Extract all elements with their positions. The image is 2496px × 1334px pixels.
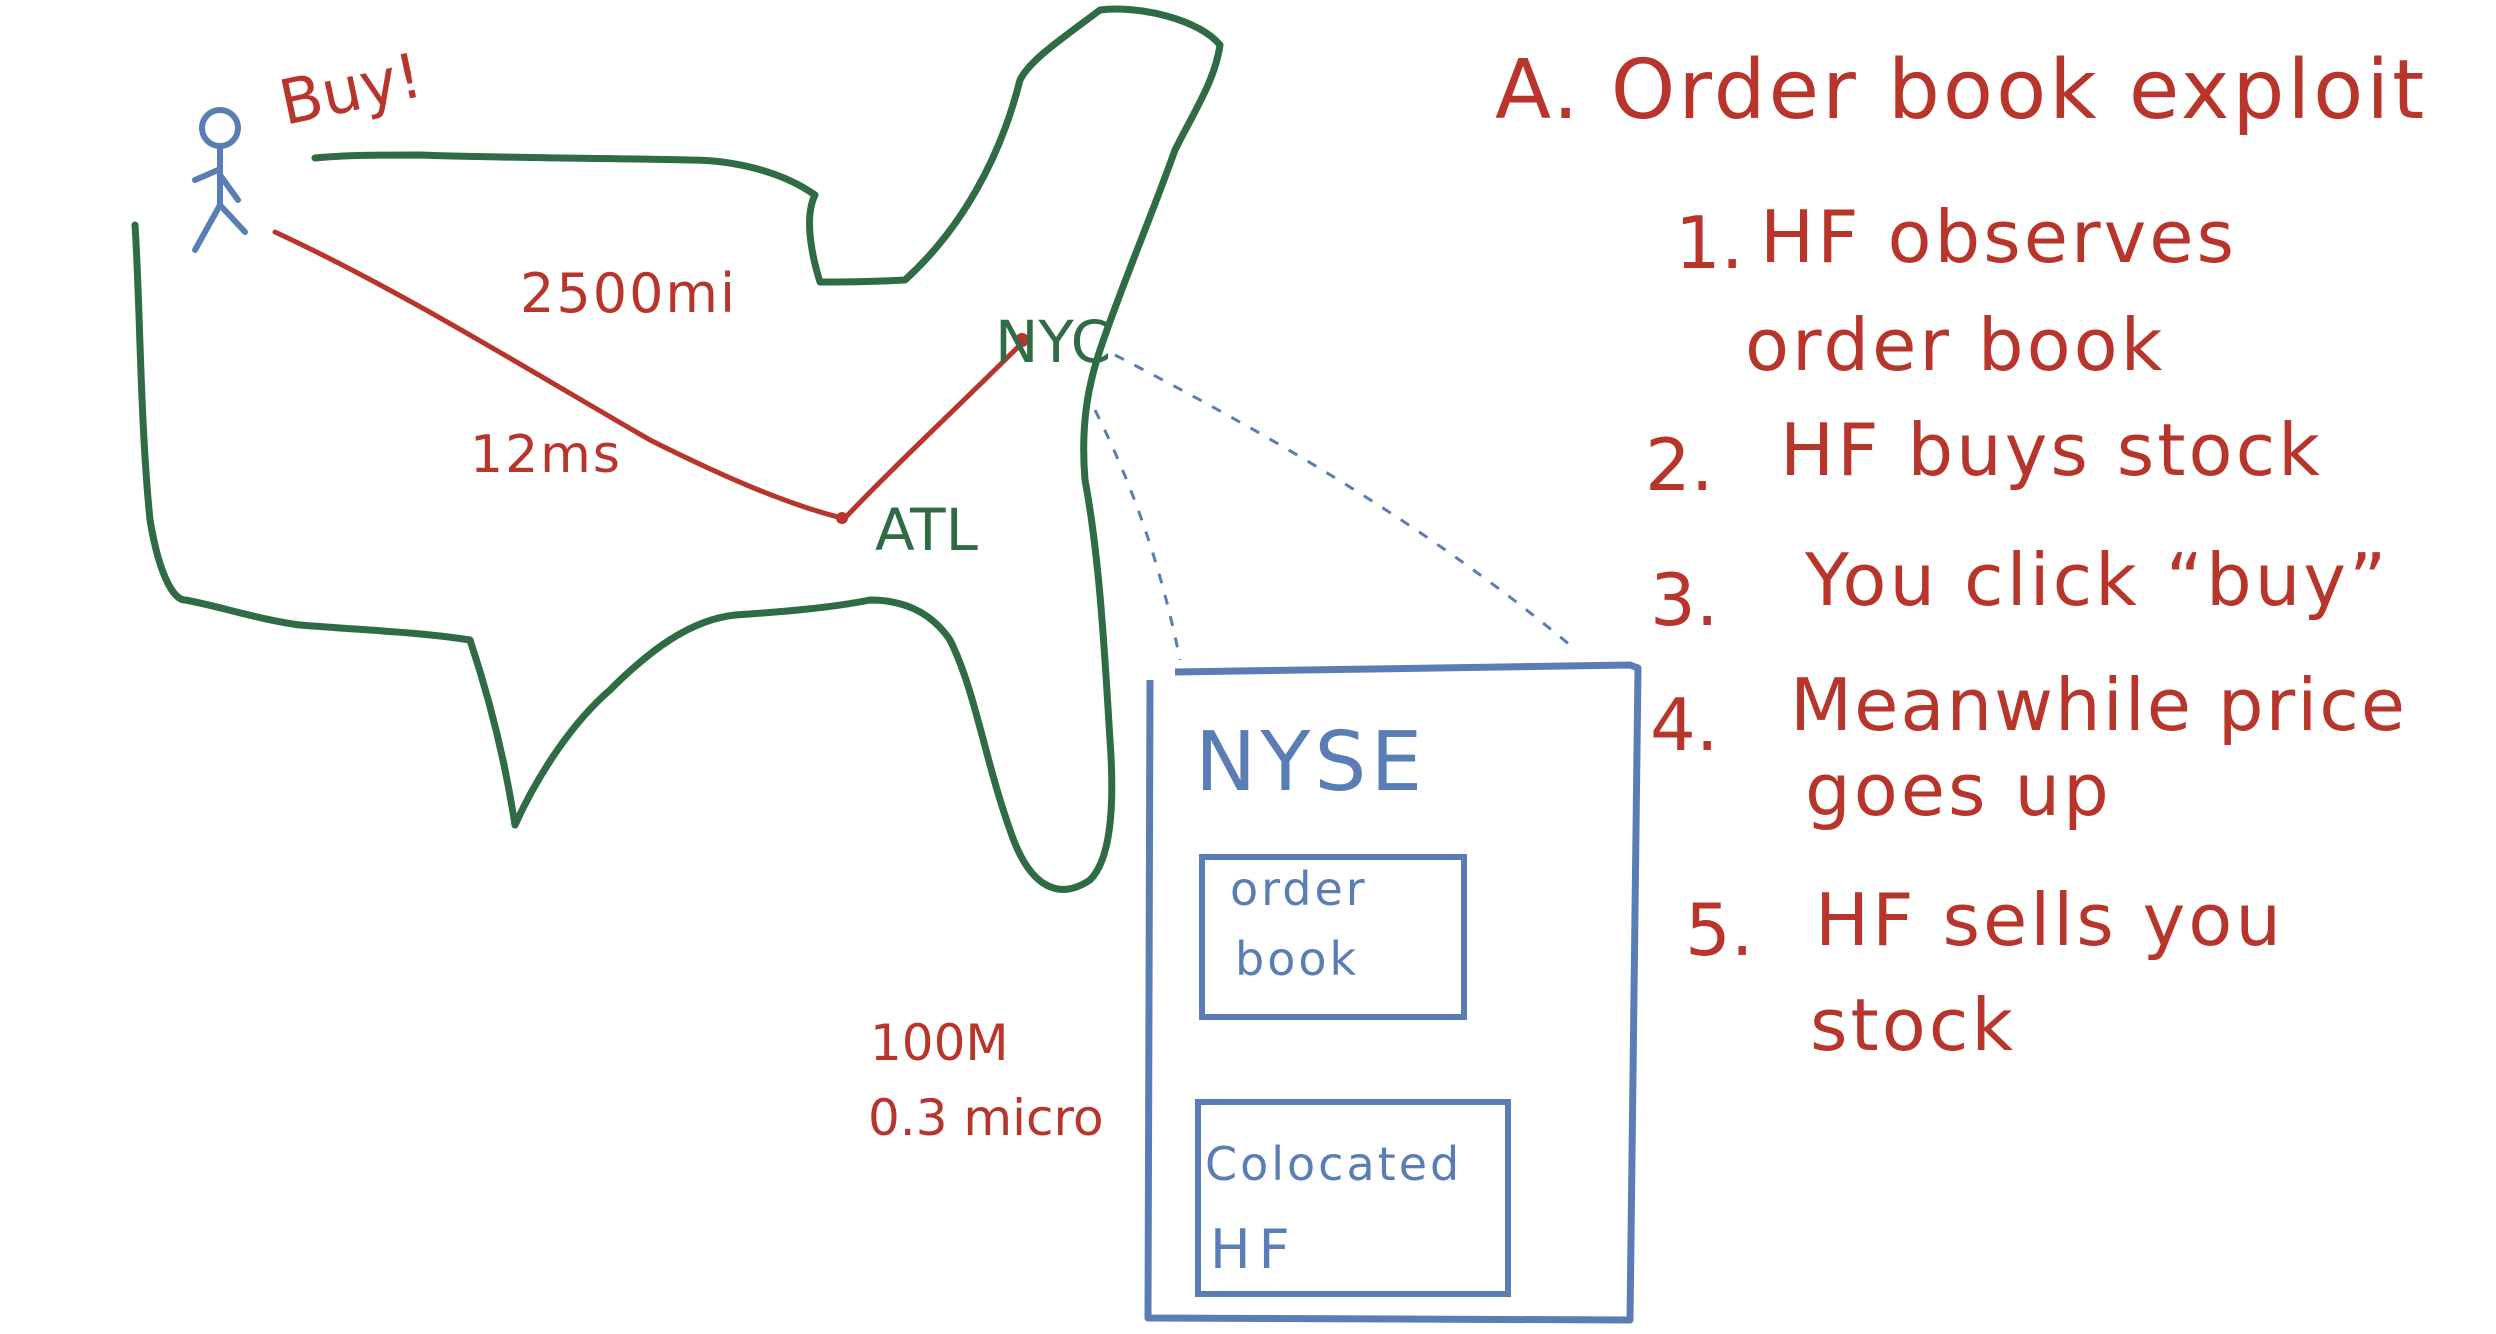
step-3-line1: You click “buy”: [1804, 538, 2389, 622]
order-book-label-line2: book: [1235, 932, 1359, 986]
person-head: [199, 107, 241, 149]
atl-label: ATL: [875, 496, 978, 564]
person-arm-right: [217, 172, 241, 203]
zoom-lines: [1093, 353, 1571, 661]
colocated-hf-label-line1: Colocated: [1205, 1137, 1462, 1191]
step-4-line1: Meanwhile price: [1790, 663, 2407, 747]
distance-label: 2500mi: [520, 262, 737, 325]
step-4-line2: goes up: [1805, 748, 2112, 832]
atl-dot: [836, 512, 848, 524]
step-5-line1: HF sells you: [1815, 878, 2284, 962]
colo-latency-label: 0.3 micro: [868, 1089, 1104, 1147]
order-book-label-line1: order: [1230, 862, 1368, 916]
step-4-number: 4.: [1650, 683, 1719, 767]
step-1-line1: HF observes: [1760, 195, 2237, 279]
colocated-hf-label-line2: HF: [1210, 1218, 1298, 1281]
nyse-label: NYSE: [1195, 715, 1426, 810]
buy-shout: Buy!: [273, 38, 428, 139]
step-5-number: 5.: [1685, 888, 1754, 972]
step-5-line2: stock: [1810, 983, 2016, 1067]
step-2-number: 2.: [1645, 423, 1714, 507]
colocated-hf-box: [1195, 1099, 1511, 1297]
person-leg-left: [192, 202, 223, 253]
step-1-line2: order book: [1745, 303, 2165, 387]
step-1-number: 1.: [1675, 201, 1744, 285]
nyc-label: NYC: [995, 308, 1111, 376]
step-3-number: 3.: [1650, 558, 1719, 642]
nyse-box: [1144, 661, 1642, 1324]
order-book-box: [1199, 854, 1467, 1020]
us-map-outline: [131, 5, 1224, 893]
person-arm-left: [192, 167, 221, 183]
notes-title: A. Order book exploit: [1495, 43, 2427, 138]
notes-list: 1. HF observes order book 2. HF buys sto…: [1645, 195, 2407, 1067]
latency-label: 12ms: [470, 425, 622, 485]
person-leg-right: [217, 202, 248, 235]
nyc-dot: [1015, 333, 1029, 347]
person-figure: [192, 107, 248, 253]
colo-distance-label: 100M: [870, 1014, 1009, 1072]
route-line: [272, 229, 1023, 521]
step-2-line1: HF buys stock: [1780, 408, 2323, 492]
